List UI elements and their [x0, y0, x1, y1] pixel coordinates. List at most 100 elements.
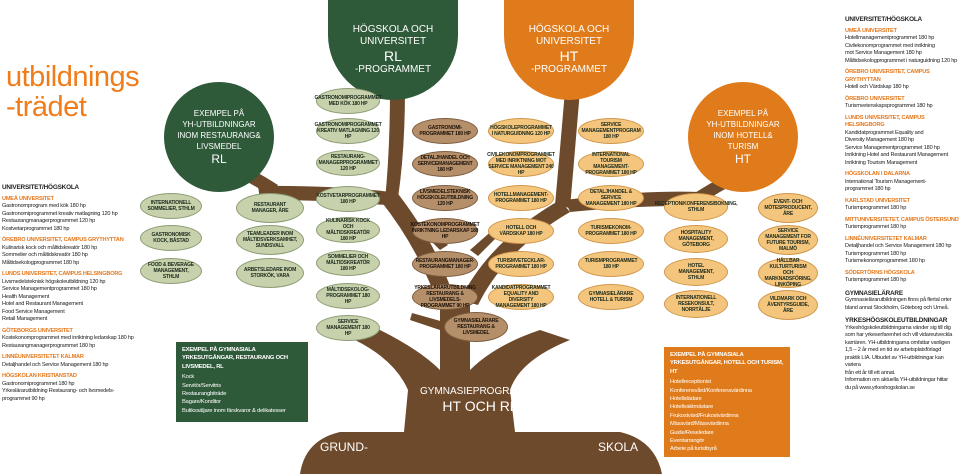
page-title: utbildnings -trädet [6, 61, 140, 123]
info-line: praktik LIA. Utbudet av YH-utbildningar … [845, 354, 944, 369]
info-line: Gymnasielärarutbildningen finns på flert… [845, 297, 952, 303]
program-leaf: INTERNATIONELL SOMMELIER, STHLM [140, 193, 202, 219]
info-line: 1,5 – 2 år med en tid av arbetsplatsförl… [845, 347, 942, 353]
program-leaf: SERVICE MANAGEMENT FOR FUTURE TOURISM, M… [758, 225, 818, 255]
occupation-item: Frukostvärd/Frukostvärdinna [670, 412, 739, 419]
occupation-item: Guide/Reseledare [670, 429, 714, 436]
info-line: Yrkeshögskoleutbildningarna vänder sig t… [845, 324, 951, 331]
program-line: International Tourism Management- [845, 178, 927, 185]
branch-right-upper [555, 90, 580, 208]
occupation-item: Servitör/Servitris [182, 382, 221, 389]
box-ht-title: EXEMPEL PÅ GYMNASIALA YRKESUTGÅNGAR, HOT… [670, 352, 784, 375]
program-leaf: GASTRONOMIPROGRAMMET MED KÖK 180 HP [314, 88, 382, 114]
program-line: programmet 90 hp [2, 395, 45, 402]
program-line: Måltidsekologprogrammet i naturguidning … [845, 57, 958, 64]
box-rl-title: EXEMPEL PÅ GYMNASIALA YRKESUTGÅNGAR, RES… [182, 347, 288, 370]
program-leaf: TEAMLEADER INOM MÅLTIDSVERKSAMHET, SUNDS… [236, 225, 304, 255]
box-rl-vocational: EXEMPEL PÅ GYMNASIALA YRKESUTGÅNGAR, RES… [176, 342, 308, 422]
trunk [355, 300, 570, 474]
program-line: Kostvetarprogrammet 180 hp [2, 225, 70, 232]
program-line: Sommelier och måltidskreatör 180 hp [2, 252, 88, 258]
university-name: LINNÉUNIVERSITETET KALMAR [845, 235, 927, 242]
rl-yh-line-2: YH-UTBILDNINGAR [182, 120, 256, 129]
program-leaf: INTERNATIONELL RESEKONSULT, NORRTÄLJE [664, 290, 728, 318]
program-leaf: TURISMVETECKLAR-PROGRAMMET 180 HP [488, 251, 554, 277]
info-line: Information om aktuella YH-utbildningar … [845, 377, 948, 383]
university-name: ÖREBRO UNIVERSITET, CAMPUS GRYTHYTTAN [2, 237, 124, 243]
ht-yh-line-3: INOM HOTELL& [713, 131, 773, 140]
program-line: programmet 180 hp [845, 186, 891, 192]
program-leaf: HÖGSKOLEPROGRAMMET I NATURGUIDNING 120 H… [488, 118, 554, 144]
program-leaf: RESTAURANT MANAGER, ÅRE [236, 193, 304, 223]
program-line: Måltidsekologprogrammet 180 hp [2, 259, 80, 266]
branch-left-main [380, 190, 455, 310]
program-leaf: RESTAURANG-MANAGERPROGRAMMET 120 HP [316, 150, 380, 176]
program-line: Detaljhandel och Service Management 180 … [845, 243, 952, 249]
program-line: mot Service Management 180 hp [845, 50, 922, 56]
occupation-item: Butikssäljare inom färskvaror & delikate… [182, 407, 286, 414]
rl-yh-line-4: LIVSMEDEL [196, 142, 242, 151]
program-leaf: YRKESLÄRARUTBILDNING RESTAURANG & LIVSME… [412, 284, 478, 310]
university-name: UMEÅ UNIVERSITET [845, 27, 897, 34]
program-leaf: INTERNATIONAL TOURISM MANAGEMENT-PROGRAM… [578, 151, 644, 177]
program-line: Retail Management [2, 316, 48, 322]
program-line: Yrkeslärarutbildning Restaurang- och liv… [2, 388, 115, 394]
occupation-item: Hotellreceptionist [670, 379, 711, 386]
ht-yh-line-5: HT [735, 152, 751, 166]
program-leaf: RECEPTION/KONFERENS/BOKNING, STHLM [655, 193, 738, 221]
circle-rl-yh: EXEMPEL PÅ YH-UTBILDNINGAR INOM RESTAURA… [164, 82, 274, 192]
program-line: Health Management [2, 293, 49, 300]
program-leaf: TURISMPROGRAMMET 180 HP [578, 251, 644, 277]
ht-circle-line-2: UNIVERSITET [535, 36, 603, 47]
university-name: UMEÅ UNIVERSITET [2, 195, 54, 202]
info-line: bland annat Stockholm, Göteborg och Umeå… [845, 304, 949, 311]
program-line: Turismprogrammet 180 hp [845, 250, 907, 257]
program-line: Gastronomiprogrammet 180 hp [2, 380, 75, 387]
university-name: HÖGSKOLAN I DALARNA [845, 171, 910, 177]
occupation-item: Hotellvaktmästare [670, 404, 713, 411]
program-leaf: HOTELL OCH VÄRDSKAP 180 HP [488, 218, 554, 244]
rl-yh-line-5: RL [211, 152, 227, 166]
program-leaf: LIVSMEDELSTEKNISK HÖGSKOLEUTBILDNING 120… [412, 185, 478, 211]
program-line: Turismvetenskapsprogrammet 180 hp [845, 103, 933, 109]
program-line: Gastronomiprogrammet kreativ matlagning … [2, 210, 118, 217]
program-line: Restaurangmanagerprogrammet 120 hp [2, 218, 96, 224]
program-line: Restaurangmanagerprogrammet 180 hp [2, 342, 96, 349]
program-line: Kostekonomprogrammet med inriktning leda… [2, 335, 134, 341]
ht-yh-line-1: EXEMPEL PÅ [717, 109, 769, 118]
ht-yh-line-4: TURISM [727, 142, 759, 151]
program-leaf: FOOD & BEVERAGE MANAGEMENT, STHLM [140, 258, 202, 284]
program-leaf: HOTEL MANAGEMENT, STHLM [664, 258, 728, 286]
occupation-item: Hotellstädare [670, 396, 702, 403]
title-line-1: utbildnings [6, 61, 140, 93]
info-heading: YRKESHÖGSKOLEUTBILDNINGAR [845, 317, 948, 324]
program-line: Hotellmanagementprogrammet 180 hp [845, 35, 935, 41]
ht-circle-line-3: HT [559, 48, 579, 64]
program-leaf: DETALJHANDEL OCH SERVICEMANAGEMENT 180 H… [412, 151, 478, 177]
info-line: som har yrkeserfarenhet och vill vidareu… [845, 332, 953, 338]
program-leaf: MÅLTIDSEKOLOG-PROGRAMMET 180 HP [316, 283, 380, 309]
info-line: du på www.yrkeshogskolan.se [845, 384, 915, 391]
branch-left-upper [385, 90, 405, 200]
occupation-item: Bagare/Konditor [182, 399, 221, 406]
program-leaf: DETALJHANDEL & SERVICE MANAGEMENT 180 HP [578, 185, 644, 211]
circle-ht-university: HÖGSKOLA OCH UNIVERSITET HT -PROGRAMMET [504, 0, 634, 100]
info-line: karriären. YH-utbildningarna omfattar va… [845, 339, 951, 346]
title-line-2: -trädet [6, 91, 87, 123]
right-list-heading: UNIVERSITET/HÖGSKOLA [845, 16, 922, 23]
university-name: LINNÉUNIVERSITETET KALMAR [2, 354, 84, 360]
program-leaf: GASTRONOMIPROGRAMMET KREATIV MATLAGNING … [314, 118, 382, 144]
program-leaf: HOTELLMANAGEMENT-PROGRAMMET 180 HP [488, 185, 554, 211]
program-line: Hotel and Restaurant Management [2, 301, 83, 307]
trunk-line-1: GYMNASIEPROGRAMMEN [420, 386, 547, 397]
program-leaf: KULINARISK KOCK OCH MÅLTIDSKREATÖR 180 H… [316, 217, 380, 243]
rl-circle-line-3: RL [384, 48, 402, 64]
university-name: MITTUNIVERSITETET, CAMPUS ÖSTERSUND [845, 216, 959, 223]
occupation-item: Eventarrangör [670, 438, 705, 445]
occupation-item: Kock [182, 374, 195, 381]
program-leaf: KANDIDATPROGRAMMET EQUALITY AND DIVERSIT… [488, 284, 554, 310]
university-name: HÖGSKOLAN KRISTIANSTAD [2, 373, 77, 379]
ground-label-left: GRUND- [320, 440, 368, 454]
